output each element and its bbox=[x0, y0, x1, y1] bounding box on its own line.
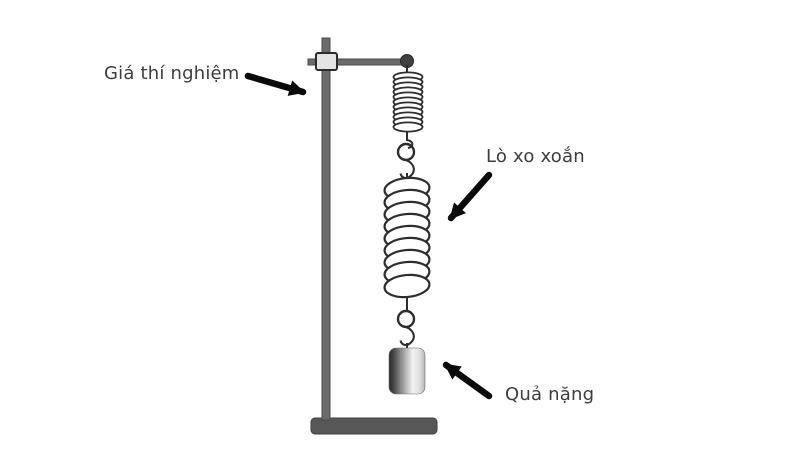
coil-spring bbox=[383, 176, 431, 299]
coil-loop bbox=[383, 273, 431, 299]
weight-mass bbox=[388, 347, 426, 395]
coil-loop bbox=[392, 121, 424, 133]
label-stand: Giá thí nghiệm bbox=[104, 63, 240, 84]
stand-clamp bbox=[315, 52, 338, 71]
stand-base bbox=[310, 417, 438, 435]
top-hook-and-ring bbox=[396, 131, 416, 182]
retort-stand bbox=[307, 37, 438, 435]
bottom-hook-and-ring bbox=[396, 297, 416, 351]
spring-top-hook bbox=[399, 158, 415, 179]
label-weight: Quả nặng bbox=[505, 384, 595, 405]
weight-hook bbox=[399, 325, 415, 346]
connector-ring bbox=[396, 142, 416, 162]
annotation-arrows bbox=[244, 72, 493, 400]
weight-body bbox=[388, 347, 426, 395]
spring-arrow bbox=[447, 171, 493, 222]
stand-arrow bbox=[244, 72, 307, 96]
weight-arrow bbox=[442, 361, 493, 400]
small-hook bbox=[406, 139, 414, 149]
stand-pole bbox=[321, 37, 331, 421]
label-spring: Lò xo xoắn bbox=[486, 146, 585, 167]
connector-ring bbox=[396, 309, 416, 329]
small-spring bbox=[392, 65, 424, 133]
